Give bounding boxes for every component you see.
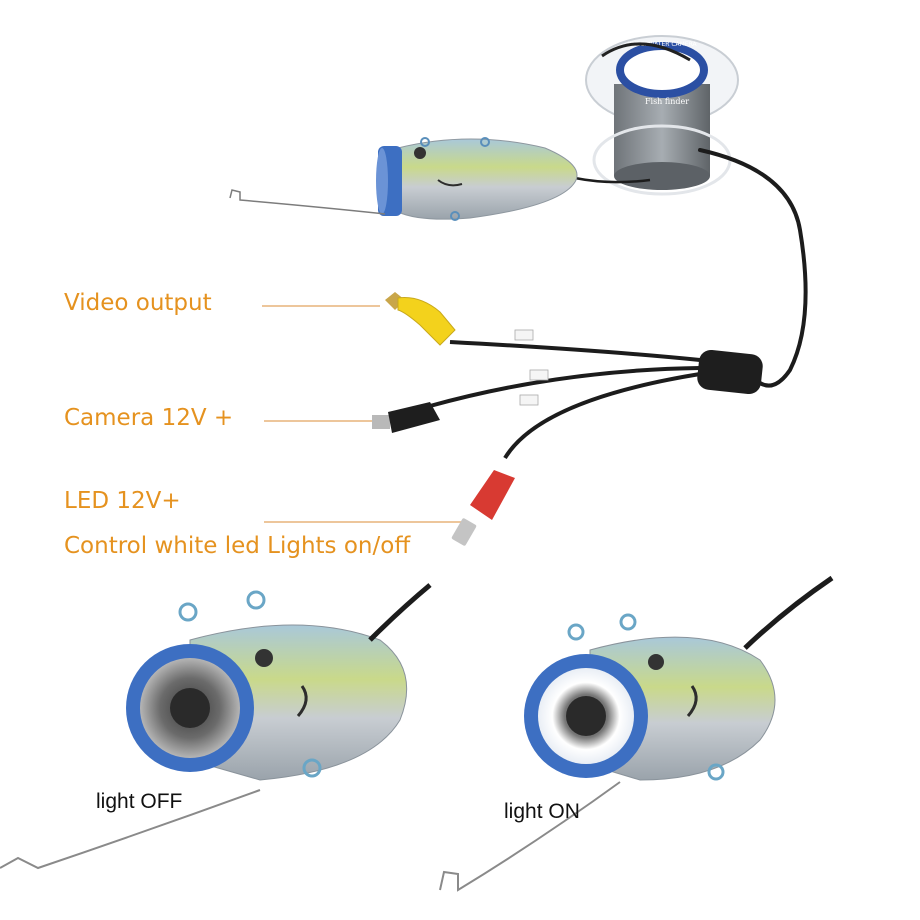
svg-text:UNDERWATER CAMERA: UNDERWATER CAMERA [627,41,697,48]
caption-light-on: light ON [504,800,580,823]
rca-connector-icon [385,292,456,346]
camera-light-off [0,583,432,870]
label-led-control: Control white led Lights on/off [64,533,411,559]
dc-plug-icon [372,402,440,433]
label-led-power: LED 12V+ [64,488,181,514]
reel-icon: UNDERWATER CAMERA Fish finder [585,35,739,196]
caption-light-off: light OFF [96,790,183,813]
fish-camera-icon [376,137,578,221]
label-video-output: Video output [64,290,212,316]
label-camera-power: Camera 12V + [64,405,234,431]
dc-plug-icon [451,470,515,546]
camera-light-on [439,575,834,892]
svg-text:Fish finder: Fish finder [645,97,689,106]
